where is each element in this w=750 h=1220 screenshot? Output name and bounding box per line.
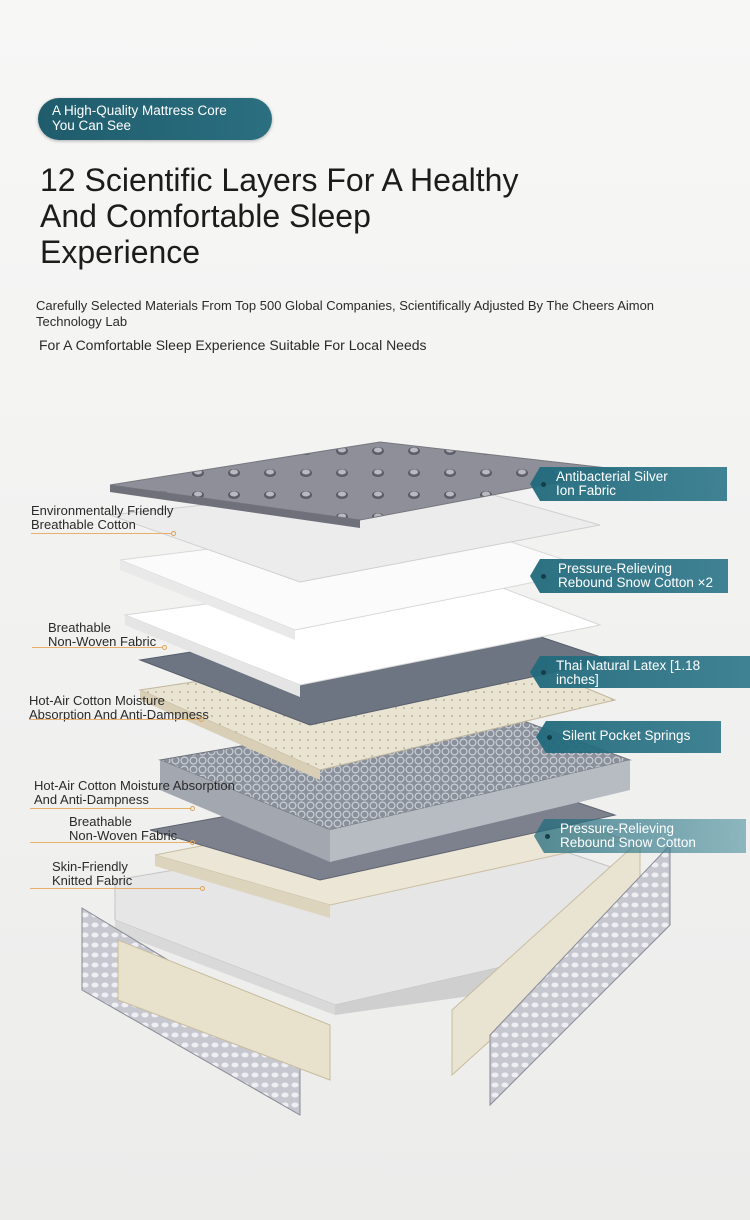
label-line-2: Non-Woven Fabric [48, 633, 157, 649]
tag-line-2: Rebound Snow Cotton ×2 [558, 575, 713, 590]
badge-line-2: You Can See [52, 118, 132, 133]
leader-dot [171, 531, 176, 536]
feature-badge: A High-Quality Mattress Core You Can See [38, 98, 272, 140]
side-panel-left-latex [117, 939, 331, 1081]
label-breathable-cotton: Environmentally Friendly Breathable Cott… [31, 503, 231, 536]
leader-line [30, 842, 190, 843]
leader-line [31, 533, 171, 534]
mattress-layers-illustration [81, 441, 671, 1116]
tag-dot [547, 735, 552, 740]
leader-line [30, 888, 200, 889]
side-panel-right-knit [489, 843, 671, 1107]
label-line-2: And Anti-Dampness [34, 791, 149, 807]
label-hot-air-cotton-lower: Hot-Air Cotton Moisture Absorption And A… [30, 778, 274, 811]
label-line-2: Absorption And Anti-Dampness [29, 706, 209, 722]
tag-dot [541, 482, 546, 487]
title-line-2: And Comfortable Sleep [40, 198, 371, 234]
tag-line-1: Antibacterial Silver [556, 469, 668, 484]
label-line-1: Hot-Air Cotton Moisture [29, 693, 165, 708]
tag-silver-ion-fabric: Antibacterial Silver Ion Fabric [530, 467, 727, 501]
tag-natural-latex: Thai Natural Latex [1.18 inches] [530, 656, 750, 688]
title-line-1: 12 Scientific Layers For A Healthy [40, 162, 519, 198]
tag-dot [545, 834, 550, 839]
title-line-3: Experience [40, 234, 201, 270]
label-line-1: Skin-Friendly [52, 859, 128, 874]
leader-line [29, 719, 199, 720]
badge-line-1: A High-Quality Mattress Core [52, 103, 227, 118]
label-line-1: Breathable [69, 814, 132, 829]
label-nonwoven-fabric-lower: Breathable Non-Woven Fabric [30, 814, 249, 845]
tag-line-2: Ion Fabric [556, 483, 617, 498]
label-knitted-fabric: Skin-Friendly Knitted Fabric [30, 859, 212, 891]
tag-dot [541, 670, 546, 675]
label-line-2: Knitted Fabric [52, 872, 133, 888]
leader-dot [162, 645, 167, 650]
tag-line-2: inches] [556, 672, 599, 687]
leader-dot [199, 717, 204, 722]
tag-line-2: Rebound Snow Cotton [560, 835, 696, 850]
leader-line [32, 647, 162, 648]
label-line-1: Hot-Air Cotton Moisture Absorption [34, 778, 235, 793]
label-line-1: Breathable [48, 620, 111, 635]
leader-dot [200, 886, 205, 891]
tag-snow-cotton: Pressure-Relieving Rebound Snow Cotton [534, 819, 746, 853]
tag-pocket-springs: Silent Pocket Springs [536, 721, 721, 753]
subtitle-secondary: For A Comfortable Sleep Experience Suita… [39, 337, 427, 353]
label-hot-air-cotton-upper: Hot-Air Cotton Moisture Absorption And A… [29, 693, 269, 722]
label-nonwoven-fabric-upper: Breathable Non-Woven Fabric [32, 620, 228, 650]
tag-line-1: Silent Pocket Springs [562, 728, 691, 743]
label-line-1: Environmentally Friendly [31, 503, 174, 518]
tag-snow-cotton-x2: Pressure-Relieving Rebound Snow Cotton ×… [530, 559, 728, 593]
subtitle-primary: Carefully Selected Materials From Top 50… [36, 298, 655, 329]
label-line-2: Breathable Cotton [31, 516, 136, 532]
page-title: 12 Scientific Layers For A Healthy And C… [40, 162, 600, 270]
leader-line [30, 808, 190, 809]
leader-dot [190, 840, 195, 845]
leader-dot [190, 806, 195, 811]
tag-line-1: Thai Natural Latex [1.18 [556, 658, 701, 673]
tag-dot [541, 574, 546, 579]
tag-line-1: Pressure-Relieving [560, 821, 675, 836]
label-line-2: Non-Woven Fabric [69, 827, 178, 843]
tag-line-1: Pressure-Relieving [558, 561, 673, 576]
